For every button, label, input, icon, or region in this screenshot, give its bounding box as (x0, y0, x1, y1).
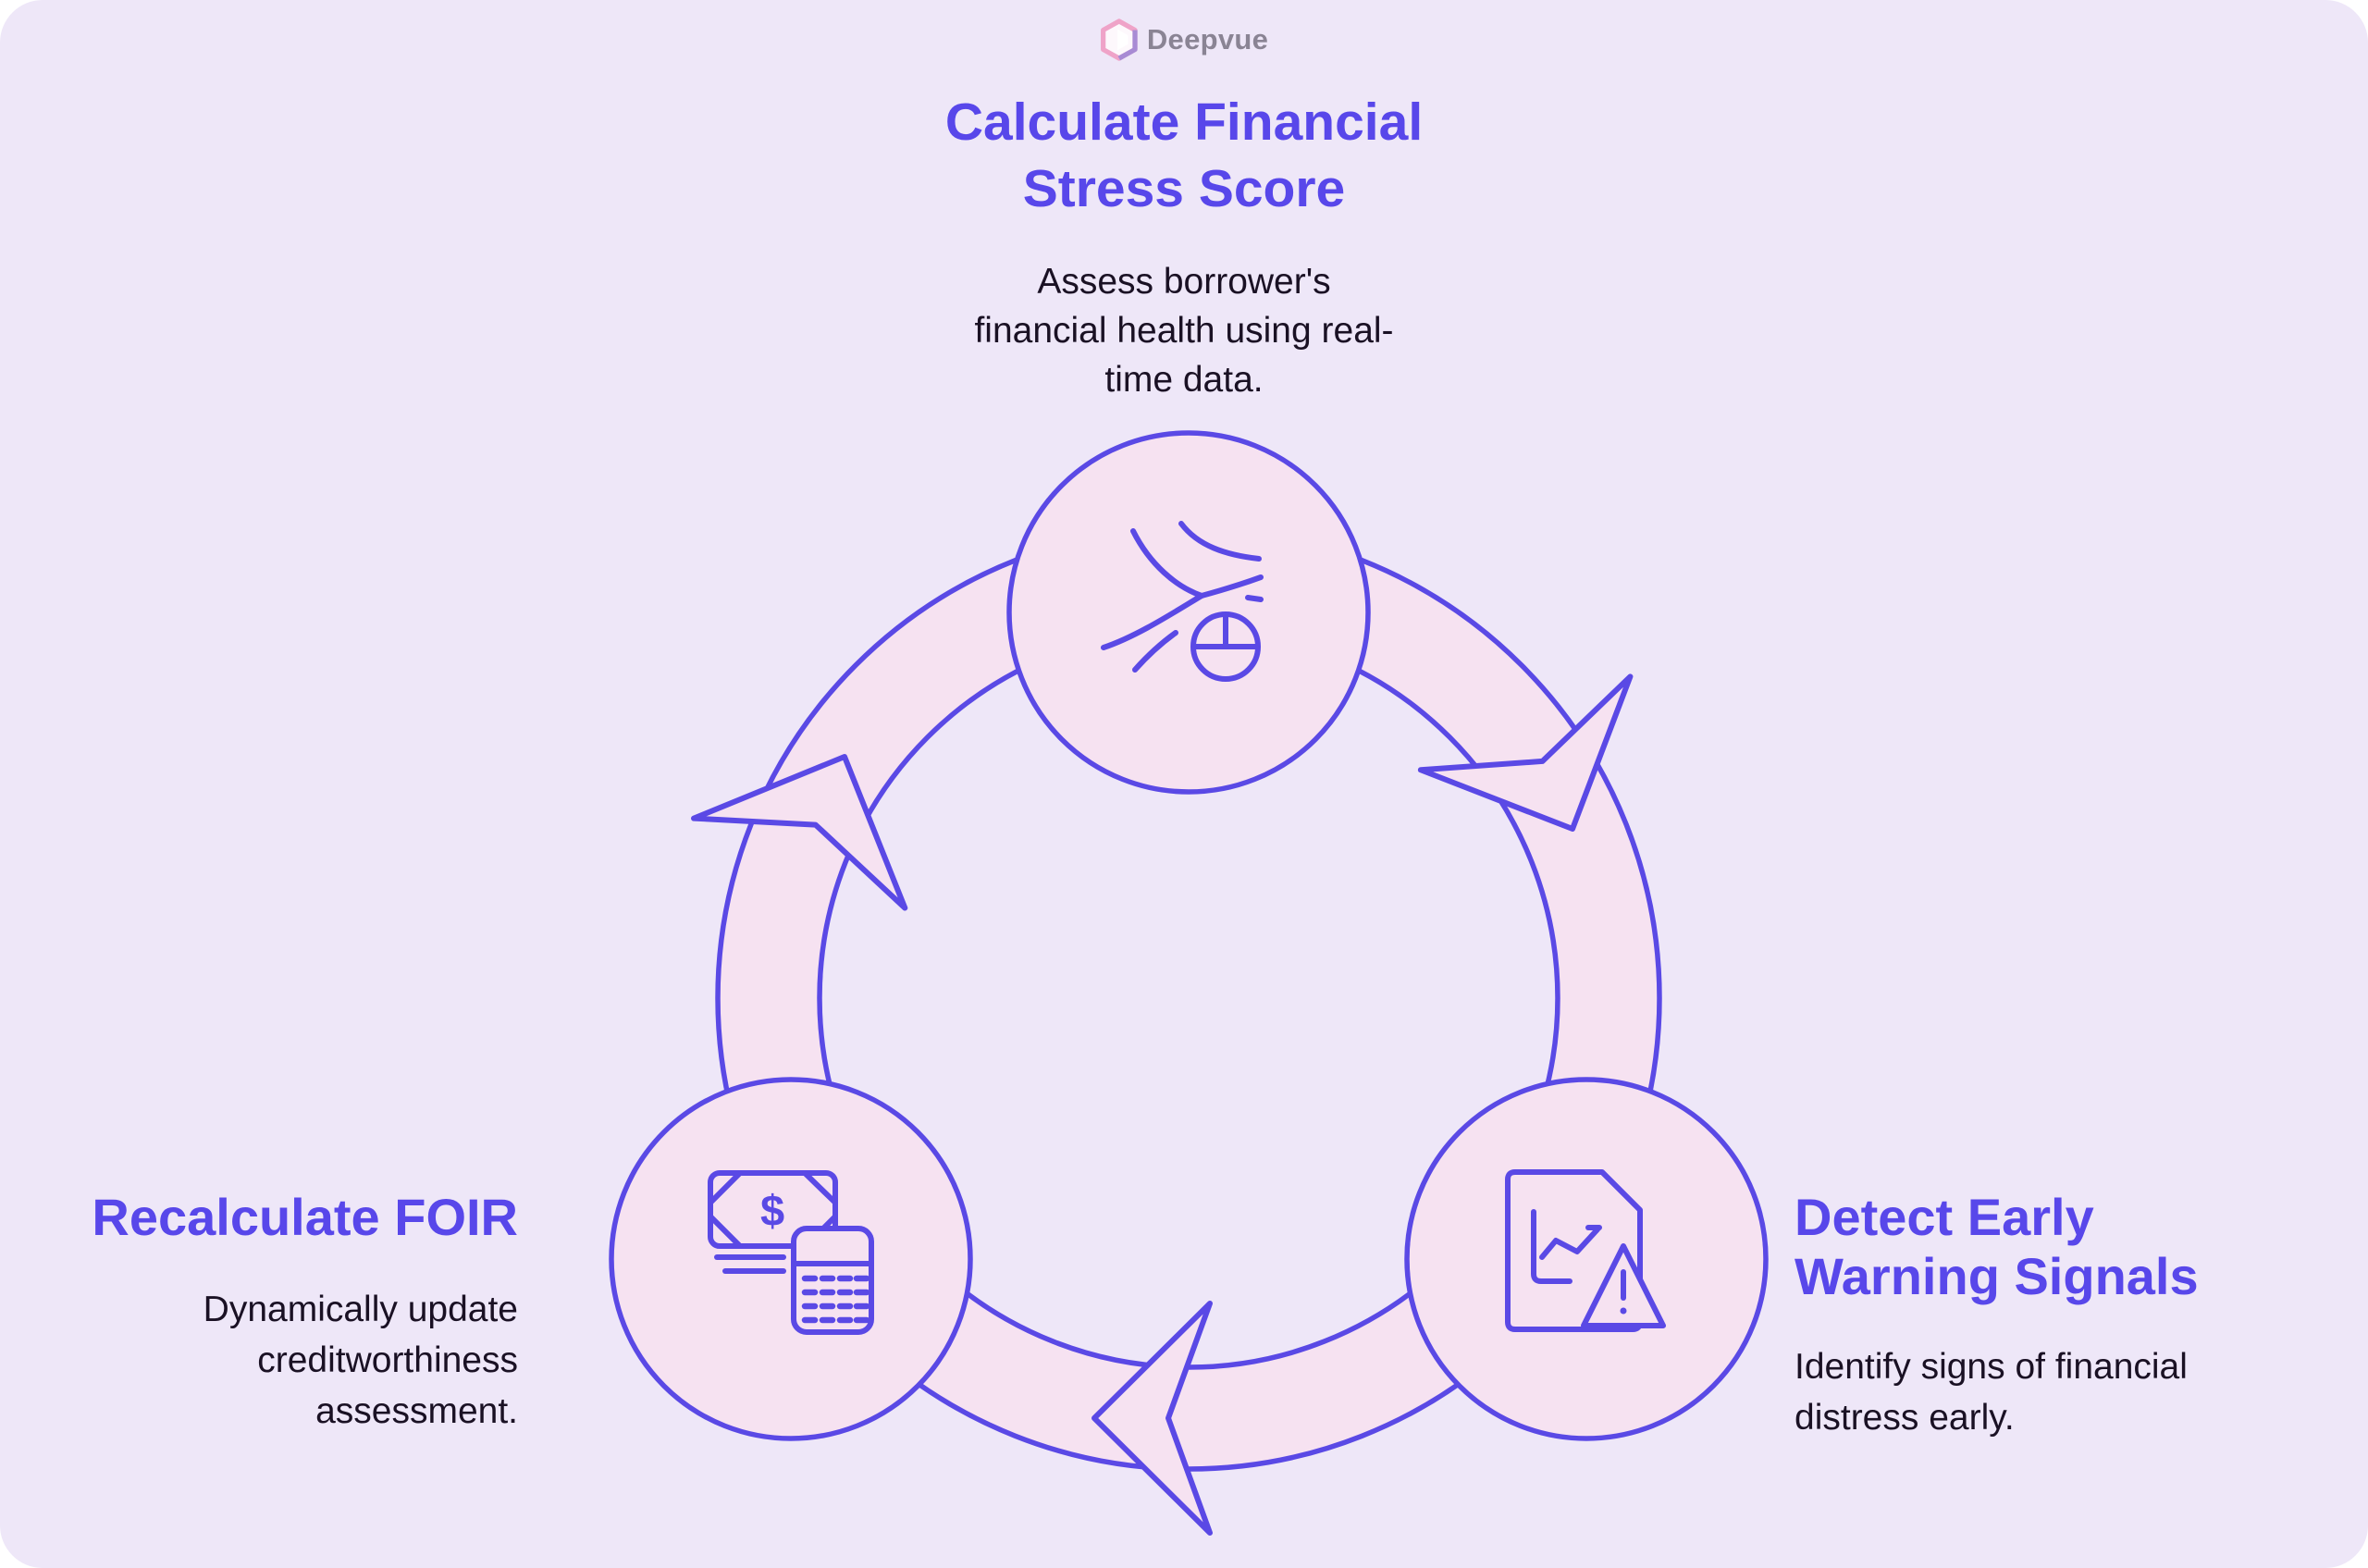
description-line: financial health using real- (974, 311, 1394, 351)
brand-name: Deepvue (1146, 23, 1269, 56)
calculator-keys (801, 1275, 870, 1324)
description-line: distress early. (1794, 1398, 2015, 1438)
title-line: Stress Score (1022, 159, 1346, 218)
step-title-detect: Detect Early Warning Signals (1794, 1188, 2350, 1306)
hexagon-logo-icon (1101, 19, 1138, 61)
node-circle-recalculate (609, 1077, 973, 1441)
report-alert-icon (1505, 1169, 1666, 1332)
title-line: Warning Signals (1794, 1247, 2199, 1305)
arrow-bottom-right-to-bottom-left (1092, 1301, 1213, 1536)
description-line: creditworthiness (257, 1340, 518, 1380)
node-circle-detect (1404, 1077, 1769, 1441)
stress-meter-icon (1101, 521, 1264, 682)
node-circle-calculate (1006, 430, 1371, 795)
dollar-sign: $ (760, 1186, 784, 1235)
title-line: Calculate Financial (944, 93, 1424, 152)
description-line: Assess borrower's (1037, 262, 1331, 302)
step-title-calculate: Calculate Financial Stress Score (722, 89, 1646, 222)
arrow-top-to-bottom-right (1417, 673, 1634, 832)
cash-calculator-icon: $ (708, 1170, 874, 1335)
step-title-recalculate: Recalculate FOIR (92, 1188, 518, 1246)
title-line: Detect Early (1794, 1188, 2094, 1246)
description-line: Dynamically update (203, 1290, 518, 1329)
brand-logo: Deepvue (1100, 19, 1268, 61)
step-description-detect: Identify signs of financial distress ear… (1794, 1341, 2350, 1443)
step-description-recalculate: Dynamically update creditworthiness asse… (0, 1284, 518, 1437)
description-line: assessment. (315, 1391, 518, 1431)
description-line: Identify signs of financial (1794, 1347, 2188, 1387)
description-line: time data. (1104, 360, 1264, 400)
arrow-bottom-left-to-top (691, 754, 908, 911)
step-label-detect: Detect Early Warning Signals Identify si… (1794, 1188, 2350, 1443)
step-description-calculate: Assess borrower's financial health using… (832, 257, 1536, 404)
step-label-recalculate: Recalculate FOIR Dynamically update cred… (0, 1188, 518, 1437)
